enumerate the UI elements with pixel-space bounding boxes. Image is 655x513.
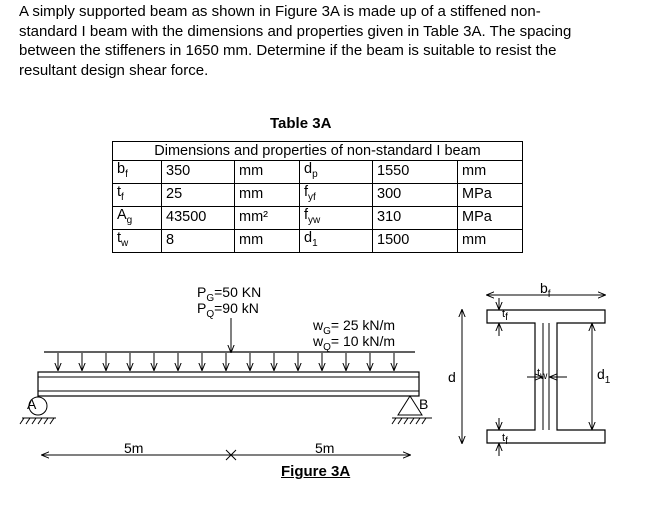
symbol-sub: f (121, 191, 124, 203)
midspan-tick (225, 449, 237, 461)
table-cell-unit: MPa (457, 205, 523, 230)
bf-label: bf (540, 280, 551, 300)
i-section (486, 309, 606, 444)
table-row: Ag 43500 mm² fyw 310 MPa (112, 205, 523, 230)
symbol-sub: p (312, 168, 318, 180)
udl-g-label: wG= 25 kN/m (313, 317, 396, 337)
symbol-text: d (304, 161, 313, 177)
table-header-row: Dimensions and properties of non-standar… (112, 141, 523, 161)
table-title: Table 3A (270, 115, 332, 132)
table-cell-unit: mm (234, 228, 300, 253)
question-line-4: resultant design shear force. (19, 61, 209, 79)
tf-bottom-label: tf (502, 432, 508, 448)
table-cell-symbol: tw (112, 228, 162, 253)
table-cell-value: 1500 (372, 228, 458, 253)
symbol-text: t (117, 229, 122, 246)
span-left-label: 5m (124, 440, 144, 456)
symbol-sub: yw (308, 214, 321, 226)
table-cell-unit: mm² (234, 205, 300, 230)
support-b-label: B (419, 396, 429, 412)
tf-top-label: tf (502, 308, 508, 324)
support-b (391, 395, 432, 425)
udl-arrows (58, 353, 394, 370)
symbol-text: t (117, 183, 122, 200)
symbol-text: f (304, 183, 309, 200)
figure-title: Figure 3A (281, 463, 351, 480)
d1-label: d1 (597, 366, 611, 386)
support-a-label: A (27, 396, 37, 412)
support-a (19, 396, 56, 425)
span-right-label: 5m (315, 440, 335, 456)
point-load-g-label: PG=50 KN (197, 284, 262, 304)
table-row: tf 25 mm fyf 300 MPa (112, 182, 523, 207)
question-line-3: between the stiffeners in 1650 mm. Deter… (19, 42, 557, 59)
symbol-sub: w (121, 237, 129, 249)
d-label: d (448, 369, 456, 385)
table-row: tw 8 mm d1 1500 mm (112, 228, 523, 253)
symbol-sub: yf (308, 191, 316, 203)
symbol-text: b (117, 161, 126, 177)
point-load-q-label: PQ=90 kN (197, 300, 259, 320)
symbol-text: d (304, 229, 313, 246)
properties-table: Dimensions and properties of non-standar… (112, 141, 523, 253)
symbol-sub: g (126, 214, 133, 226)
question-text: A simply supported beam as shown in Figu… (19, 2, 639, 80)
question-line-1: A simply supported beam as shown in Figu… (19, 3, 541, 20)
table-header: Dimensions and properties of non-standar… (112, 141, 523, 161)
symbol-sub: f (125, 168, 128, 180)
tw-label: tw (537, 367, 548, 383)
table-cell-symbol: fyw (299, 205, 373, 230)
udl-q-label: wQ= 10 kN/m (313, 333, 396, 353)
table-cell-value: 43500 (161, 205, 235, 230)
table-cell-unit: mm (457, 160, 523, 184)
question-line-2: standard I beam with the dimensions and … (19, 22, 572, 40)
symbol-text: A (117, 206, 127, 223)
symbol-text: f (304, 206, 309, 223)
beam (37, 371, 420, 397)
symbol-sub: 1 (312, 237, 318, 249)
table-cell-unit: mm (457, 228, 523, 253)
